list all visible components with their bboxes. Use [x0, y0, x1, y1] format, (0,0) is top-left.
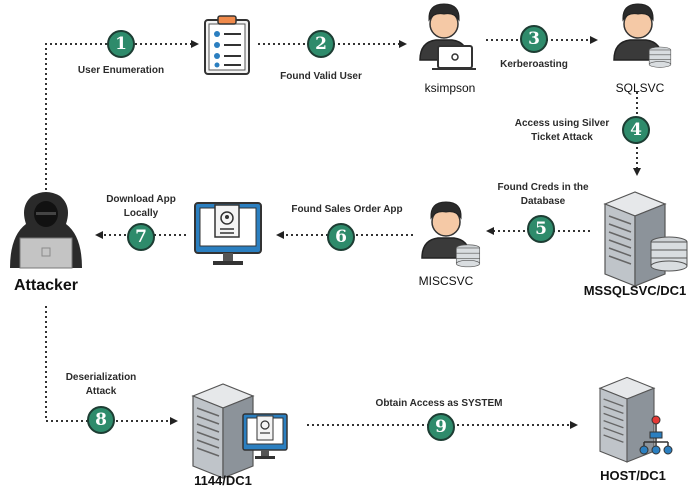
step-3-label: Kerberoasting [500, 59, 568, 70]
miscsvc-icon [421, 201, 481, 268]
attacker-label: Attacker [13, 277, 79, 294]
step-8-badge: 8 [87, 406, 115, 434]
server-1144-label: 1144/DC1 [194, 473, 252, 488]
arrow-1 [45, 40, 199, 190]
step-2-label: Found Valid User [280, 71, 362, 82]
arrow-8 [45, 306, 178, 425]
step-1-label: User Enumeration [77, 65, 165, 76]
step-5-badge: 5 [527, 215, 555, 243]
step-9-label: Obtain Access as SYSTEM [375, 398, 503, 409]
step-4-badge: 4 [622, 116, 650, 144]
host-dc1-label: HOST/DC1 [600, 468, 666, 483]
step-1-badge: 1 [107, 30, 135, 58]
sqlsvc-icon [613, 3, 672, 68]
step-2-badge: 2 [307, 30, 335, 58]
network-icon [639, 415, 673, 455]
step-7-label: Download App Locally [106, 194, 176, 219]
clipboard-icon [204, 15, 250, 75]
step-9-badge: 9 [427, 413, 455, 441]
step-7-badge: 7 [127, 223, 155, 251]
step-6-badge: 6 [327, 223, 355, 251]
sales-order-app-icon [194, 202, 262, 265]
ksimpson-label: ksimpson [424, 81, 476, 95]
attacker-icon [10, 192, 82, 269]
step-6-label: Found Sales Order App [291, 204, 403, 215]
miscsvc-label: MISCSVC [418, 274, 474, 288]
step-5-label: Found Creds in the Database [497, 182, 589, 207]
step-4-label: Access using Silver Ticket Attack [514, 118, 610, 143]
ksimpson-icon [419, 3, 476, 70]
sqlsvc-label: SQLSVC [615, 81, 665, 95]
step-3-badge: 3 [520, 25, 548, 53]
mssqlsvc-label: MSSQLSVC/DC1 [583, 283, 687, 298]
mssqlsvc-db-icon [650, 236, 688, 272]
server-1144-app-icon [242, 413, 288, 459]
step-8-label: Deserialization Attack [65, 372, 137, 397]
